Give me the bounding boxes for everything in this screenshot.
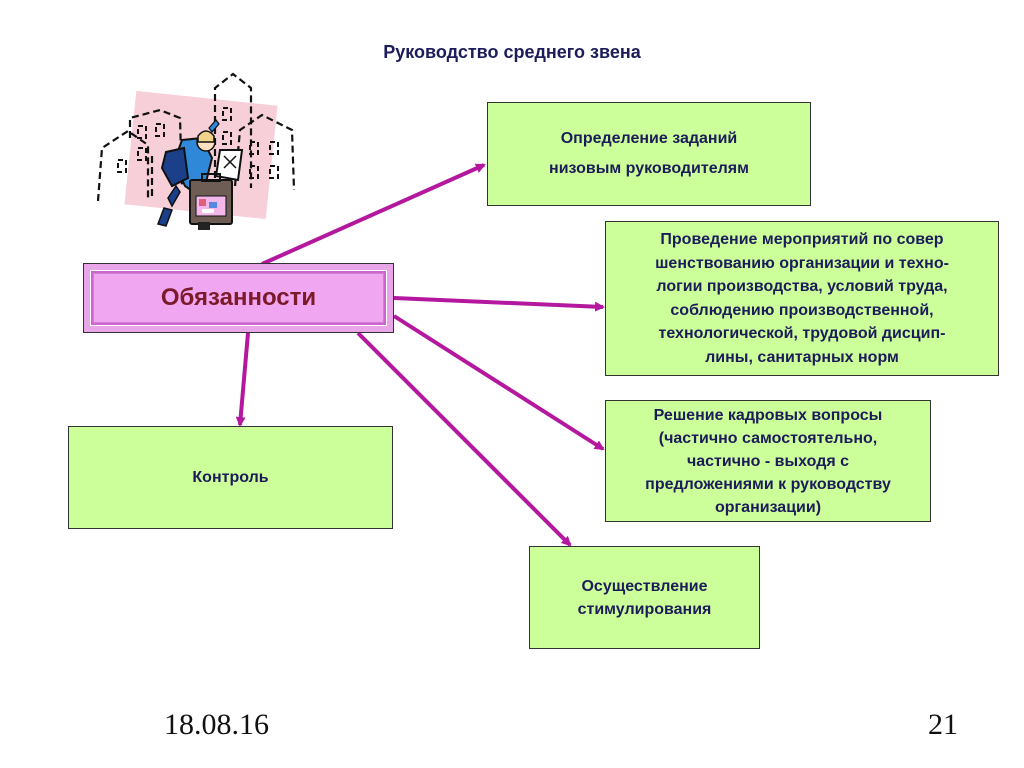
arrow-to-improvement	[393, 296, 605, 312]
box-control: Контроль	[68, 426, 393, 529]
businessman-city-clipart-icon	[96, 72, 296, 230]
box-hr-issues: Решение кадровых вопросы (частично самос…	[605, 400, 931, 522]
box-control-text: Контроль	[192, 468, 269, 486]
box-improvement: Проведение мероприятий по совер шенствов…	[605, 221, 999, 376]
box-improvement-text: Проведение мероприятий по совер шенствов…	[655, 231, 949, 366]
arrow-to-stimulation	[356, 331, 572, 547]
box-hr-issues-text: Решение кадровых вопросы (частично самос…	[645, 406, 891, 516]
slide-number: 21	[928, 708, 958, 741]
duties-box: Обязанности	[83, 263, 394, 333]
box-stimulation: Осуществление стимулирования	[529, 546, 760, 649]
slide-date: 18.08.16	[164, 708, 269, 741]
arrow-to-hr	[392, 314, 605, 451]
duties-box-inner: Обязанности	[93, 273, 384, 323]
duties-label: Обязанности	[160, 284, 317, 311]
arrow-to-control	[235, 332, 250, 427]
box-task-definition-text: Определение заданий низовым руководителя…	[549, 130, 749, 177]
box-task-definition: Определение заданий низовым руководителя…	[487, 102, 811, 206]
box-stimulation-text: Осуществление стимулирования	[577, 577, 712, 618]
arrow-to-tasks	[261, 163, 486, 266]
slide-title: Руководство среднего звена	[383, 42, 641, 62]
